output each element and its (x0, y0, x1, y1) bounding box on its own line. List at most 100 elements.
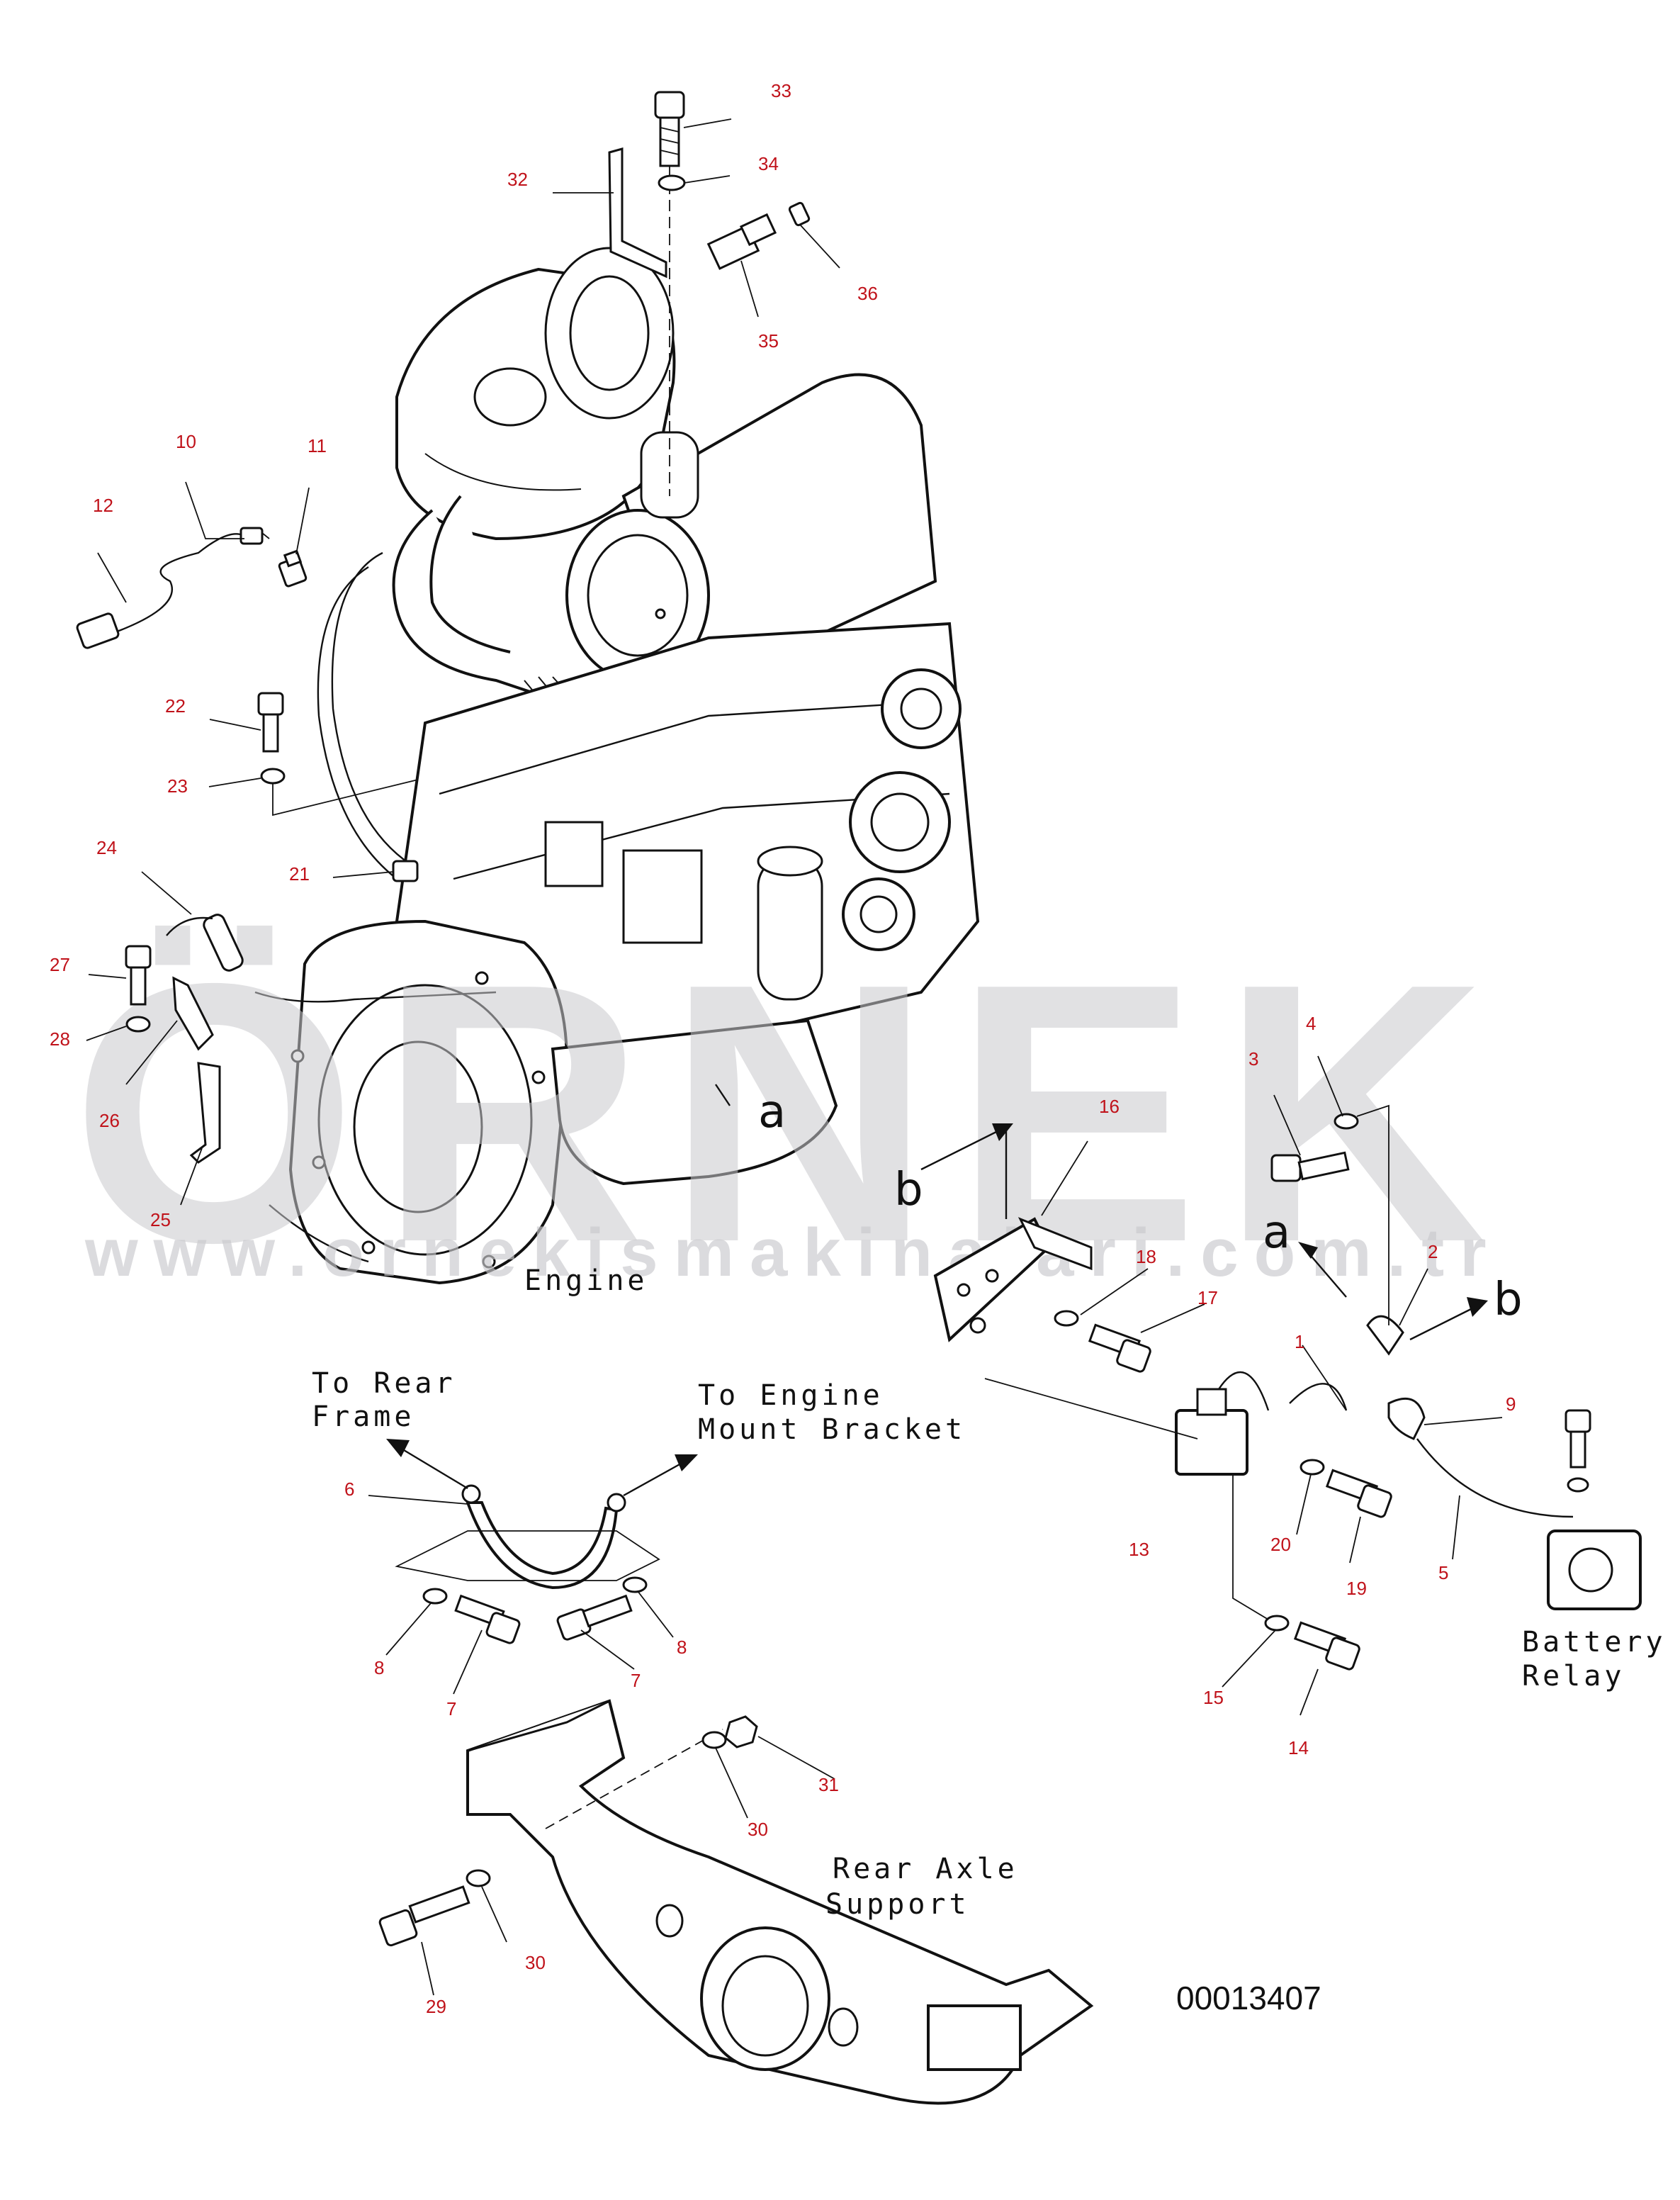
to-engine-mount-label-2: Mount Bracket (698, 1413, 966, 1446)
drawing-number: 00013407 (1176, 1980, 1321, 2016)
callout-17: 17 (1197, 1287, 1218, 1308)
battery-relay-label-2: Relay (1522, 1660, 1625, 1693)
callout-30-top: 30 (748, 1819, 768, 1840)
engine-label: Engine (524, 1264, 648, 1297)
callout-34: 34 (758, 153, 779, 174)
ground-strap-6 (461, 1484, 626, 1590)
washer-15 (1264, 1615, 1290, 1632)
rear-axle-label-2: Support (825, 1888, 970, 1921)
callout-2: 2 (1428, 1241, 1438, 1262)
washer-30-bottom (466, 1869, 491, 1887)
callout-11: 11 (308, 435, 327, 456)
bolt-7-right (556, 1594, 633, 1641)
callout-14: 14 (1288, 1737, 1309, 1758)
bolt-29 (378, 1885, 470, 1947)
clamp-26 (172, 976, 214, 1051)
connector-21 (392, 860, 419, 882)
callout-8-left: 8 (374, 1657, 384, 1678)
callout-8-right: 8 (677, 1637, 687, 1658)
to-rear-frame-label-2: Frame (312, 1401, 415, 1433)
pin-36 (788, 201, 811, 227)
relay-13 (1175, 1371, 1270, 1476)
callout-27: 27 (50, 954, 70, 975)
callout-30-bottom: 30 (525, 1952, 546, 1973)
callout-5: 5 (1438, 1562, 1448, 1583)
alternator (842, 668, 962, 951)
rear-axle-support (466, 1699, 1094, 2105)
flywheel-housing (288, 919, 569, 1285)
callout-26: 26 (99, 1110, 120, 1131)
to-engine-mount-label-1: To Engine (698, 1379, 884, 1412)
cable-5 (1416, 1438, 1574, 1518)
bolt-17 (1088, 1323, 1151, 1373)
washer-34 (658, 174, 686, 191)
washer-30-top (701, 1731, 727, 1749)
callout-33: 33 (771, 80, 791, 101)
callout-36: 36 (857, 283, 878, 304)
terminal-boot-9 (1387, 1397, 1426, 1440)
callout-19: 19 (1346, 1578, 1367, 1599)
callout-29: 29 (426, 1996, 446, 2017)
sensor-24 (166, 914, 244, 972)
washer-20 (1300, 1459, 1325, 1476)
callout-3: 3 (1248, 1048, 1258, 1070)
sensor-harness-10 (76, 527, 270, 649)
bolt-27 (125, 945, 152, 1006)
callout-16: 16 (1099, 1096, 1120, 1117)
washer-8-left (422, 1588, 448, 1605)
callout-24: 24 (96, 837, 117, 858)
watermark-url: www.ornekismakinalari.com.tr (84, 1215, 1502, 1291)
bolt-33 (654, 91, 685, 496)
washer-28 (125, 1016, 151, 1033)
view-marker-b-engine: b (894, 1164, 923, 1216)
callout-32: 32 (507, 169, 528, 190)
oil-pan (551, 1018, 838, 1186)
washer-18 (1054, 1310, 1079, 1327)
callout-6: 6 (344, 1478, 354, 1500)
callout-22: 22 (165, 695, 186, 717)
callout-15: 15 (1203, 1687, 1224, 1708)
callout-25: 25 (150, 1209, 171, 1230)
callout-7-left: 7 (446, 1698, 456, 1719)
callout-1: 1 (1295, 1331, 1304, 1352)
washer-4 (1334, 1113, 1359, 1130)
relay-plate-16 (933, 1217, 1093, 1342)
view-arrows (386, 1084, 1488, 1497)
bolt-7-left (454, 1594, 521, 1644)
air-cleaner (395, 247, 676, 541)
callout-21: 21 (289, 863, 310, 885)
watermark: ÖRNEK www.ornekismakinalari.com.tr (71, 907, 1502, 1319)
battery-relay-label-1: Battery (1522, 1626, 1667, 1659)
callout-7-right: 7 (631, 1670, 641, 1691)
rear-axle-label-1: Rear Axle (833, 1853, 1018, 1885)
washer-23 (260, 768, 286, 785)
bracket-25 (189, 1062, 221, 1164)
fitting-11 (278, 549, 308, 588)
bolt-19 (1325, 1469, 1392, 1518)
bolt-22 (257, 692, 284, 753)
callout-10: 10 (176, 431, 196, 452)
callout-18: 18 (1136, 1246, 1156, 1267)
callout-28: 28 (50, 1028, 70, 1050)
battery-relay (1547, 1409, 1642, 1610)
view-marker-b-relay: b (1494, 1274, 1523, 1326)
bolt-14 (1293, 1621, 1360, 1671)
muffler (565, 373, 937, 682)
callout-35: 35 (758, 330, 779, 352)
view-marker-a-relay: a (1263, 1206, 1290, 1259)
callout-20: 20 (1270, 1534, 1291, 1555)
callout-4: 4 (1306, 1013, 1316, 1034)
wiring-harness (254, 551, 497, 1263)
washer-8-right (622, 1576, 648, 1593)
cable-1 (1289, 1383, 1348, 1411)
callout-13: 13 (1129, 1539, 1149, 1560)
callout-23: 23 (167, 775, 188, 797)
engine-assembly (254, 247, 980, 1285)
connector-35 (706, 213, 777, 270)
nut-31 (724, 1715, 758, 1749)
text-labels: Engine To Rear Frame To Engine Mount Bra… (312, 1086, 1667, 2016)
clamp-2 (1366, 1315, 1404, 1356)
bolt-3 (1270, 1151, 1350, 1182)
callouts: 1 2 3 4 5 6 7 7 8 8 9 10 11 12 13 14 15 … (50, 80, 1516, 2017)
